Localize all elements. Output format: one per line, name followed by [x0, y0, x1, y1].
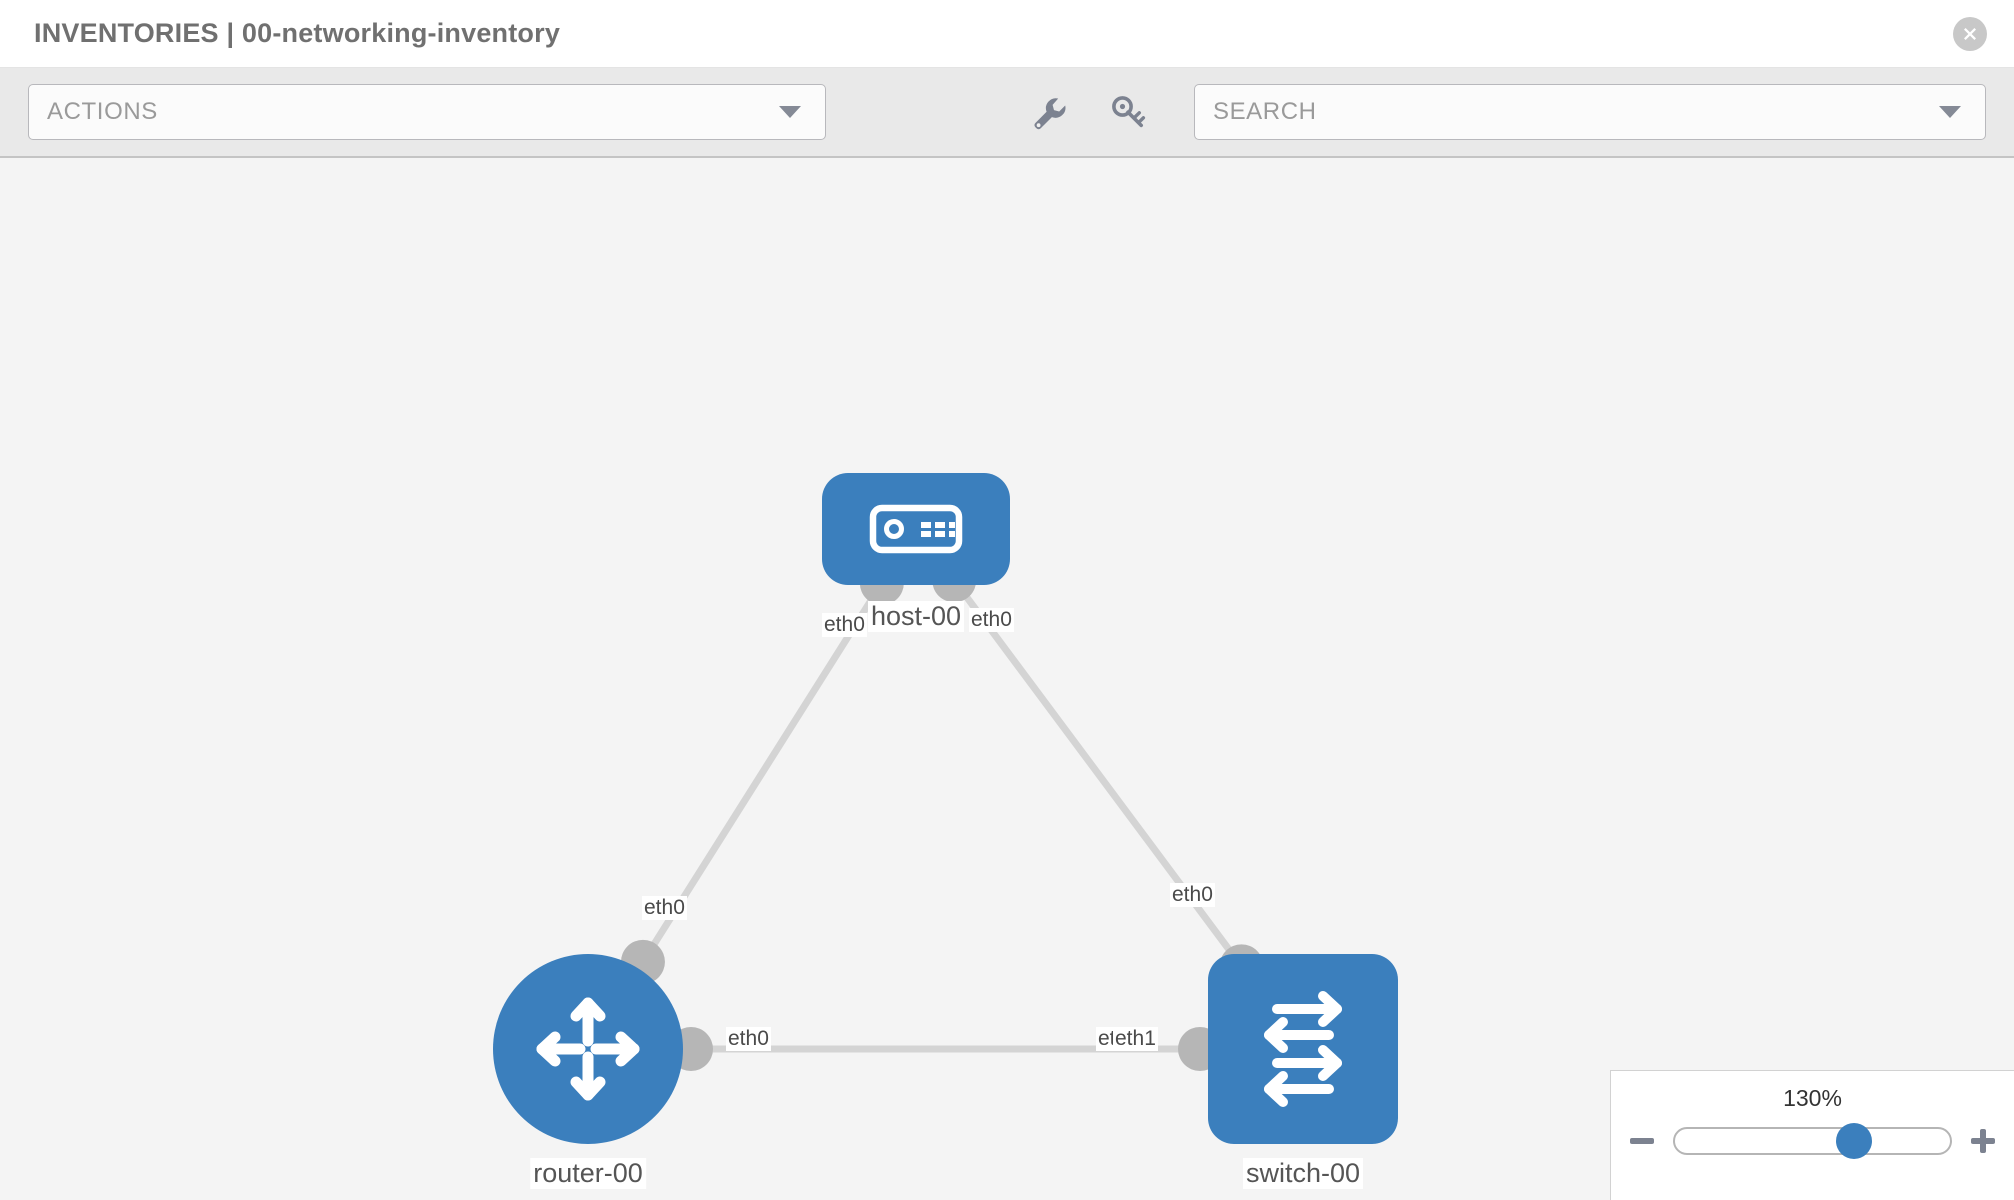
page-title: INVENTORIES | 00-networking-inventory [34, 18, 561, 48]
chevron-down-icon [778, 106, 801, 118]
wrench-icon[interactable] [1026, 90, 1070, 134]
minus-icon[interactable] [1625, 1124, 1659, 1158]
actions-dropdown-label: ACTIONS [47, 98, 158, 125]
topology-canvas[interactable]: host-00 router-00 switch-00 eth0 eth0 eth0 eth… [0, 158, 2014, 1200]
topology-node-host-00[interactable] [822, 473, 1010, 585]
topology-node-switch-00[interactable] [1208, 954, 1398, 1144]
topology-graph [493, 473, 1398, 1144]
topology-node-label: router-00 [530, 1158, 646, 1189]
topology-edge[interactable] [951, 578, 1245, 969]
zoom-percent: 130% [1783, 1085, 1842, 1111]
topology-edges [639, 578, 1245, 1053]
actions-dropdown[interactable]: ACTIONS [28, 84, 826, 140]
plus-icon[interactable] [1966, 1124, 2000, 1158]
node-shape [822, 473, 1010, 585]
topology-interface-label: eth0 [822, 613, 867, 637]
topology-interface-label: eth0 [969, 608, 1014, 632]
node-shape [493, 954, 683, 1144]
zoom-slider[interactable] [1673, 1123, 1952, 1159]
search-placeholder: SEARCH [1212, 98, 1317, 125]
zoom-slider-thumb[interactable] [1835, 1123, 1872, 1159]
topology-toolbar: ACTIONS SEARCH [0, 68, 2014, 158]
node-shape [1208, 954, 1398, 1144]
key-icon[interactable] [1106, 90, 1150, 134]
topology-ports [620, 558, 1264, 1071]
topology-interface-label: eth1 [1113, 1027, 1158, 1051]
search-input[interactable]: SEARCH [1193, 84, 1986, 140]
topology-node-label: switch-00 [1242, 1158, 1364, 1189]
topology-interface-label: eth0 [1170, 883, 1215, 907]
toolbar-icon-group [1026, 90, 1150, 134]
topology-node-label: host-00 [867, 601, 965, 632]
topology-interface-label: eth0 [726, 1027, 771, 1051]
topology-nodes [493, 473, 1398, 1144]
topology-interface-label: eth0 [642, 896, 687, 920]
window-titlebar: INVENTORIES | 00-networking-inventory [0, 0, 2014, 68]
chevron-down-icon [1939, 106, 1961, 118]
close-icon[interactable] [1953, 16, 1987, 51]
zoom-control: 130% [1610, 1070, 2014, 1200]
topology-node-router-00[interactable] [493, 954, 683, 1144]
